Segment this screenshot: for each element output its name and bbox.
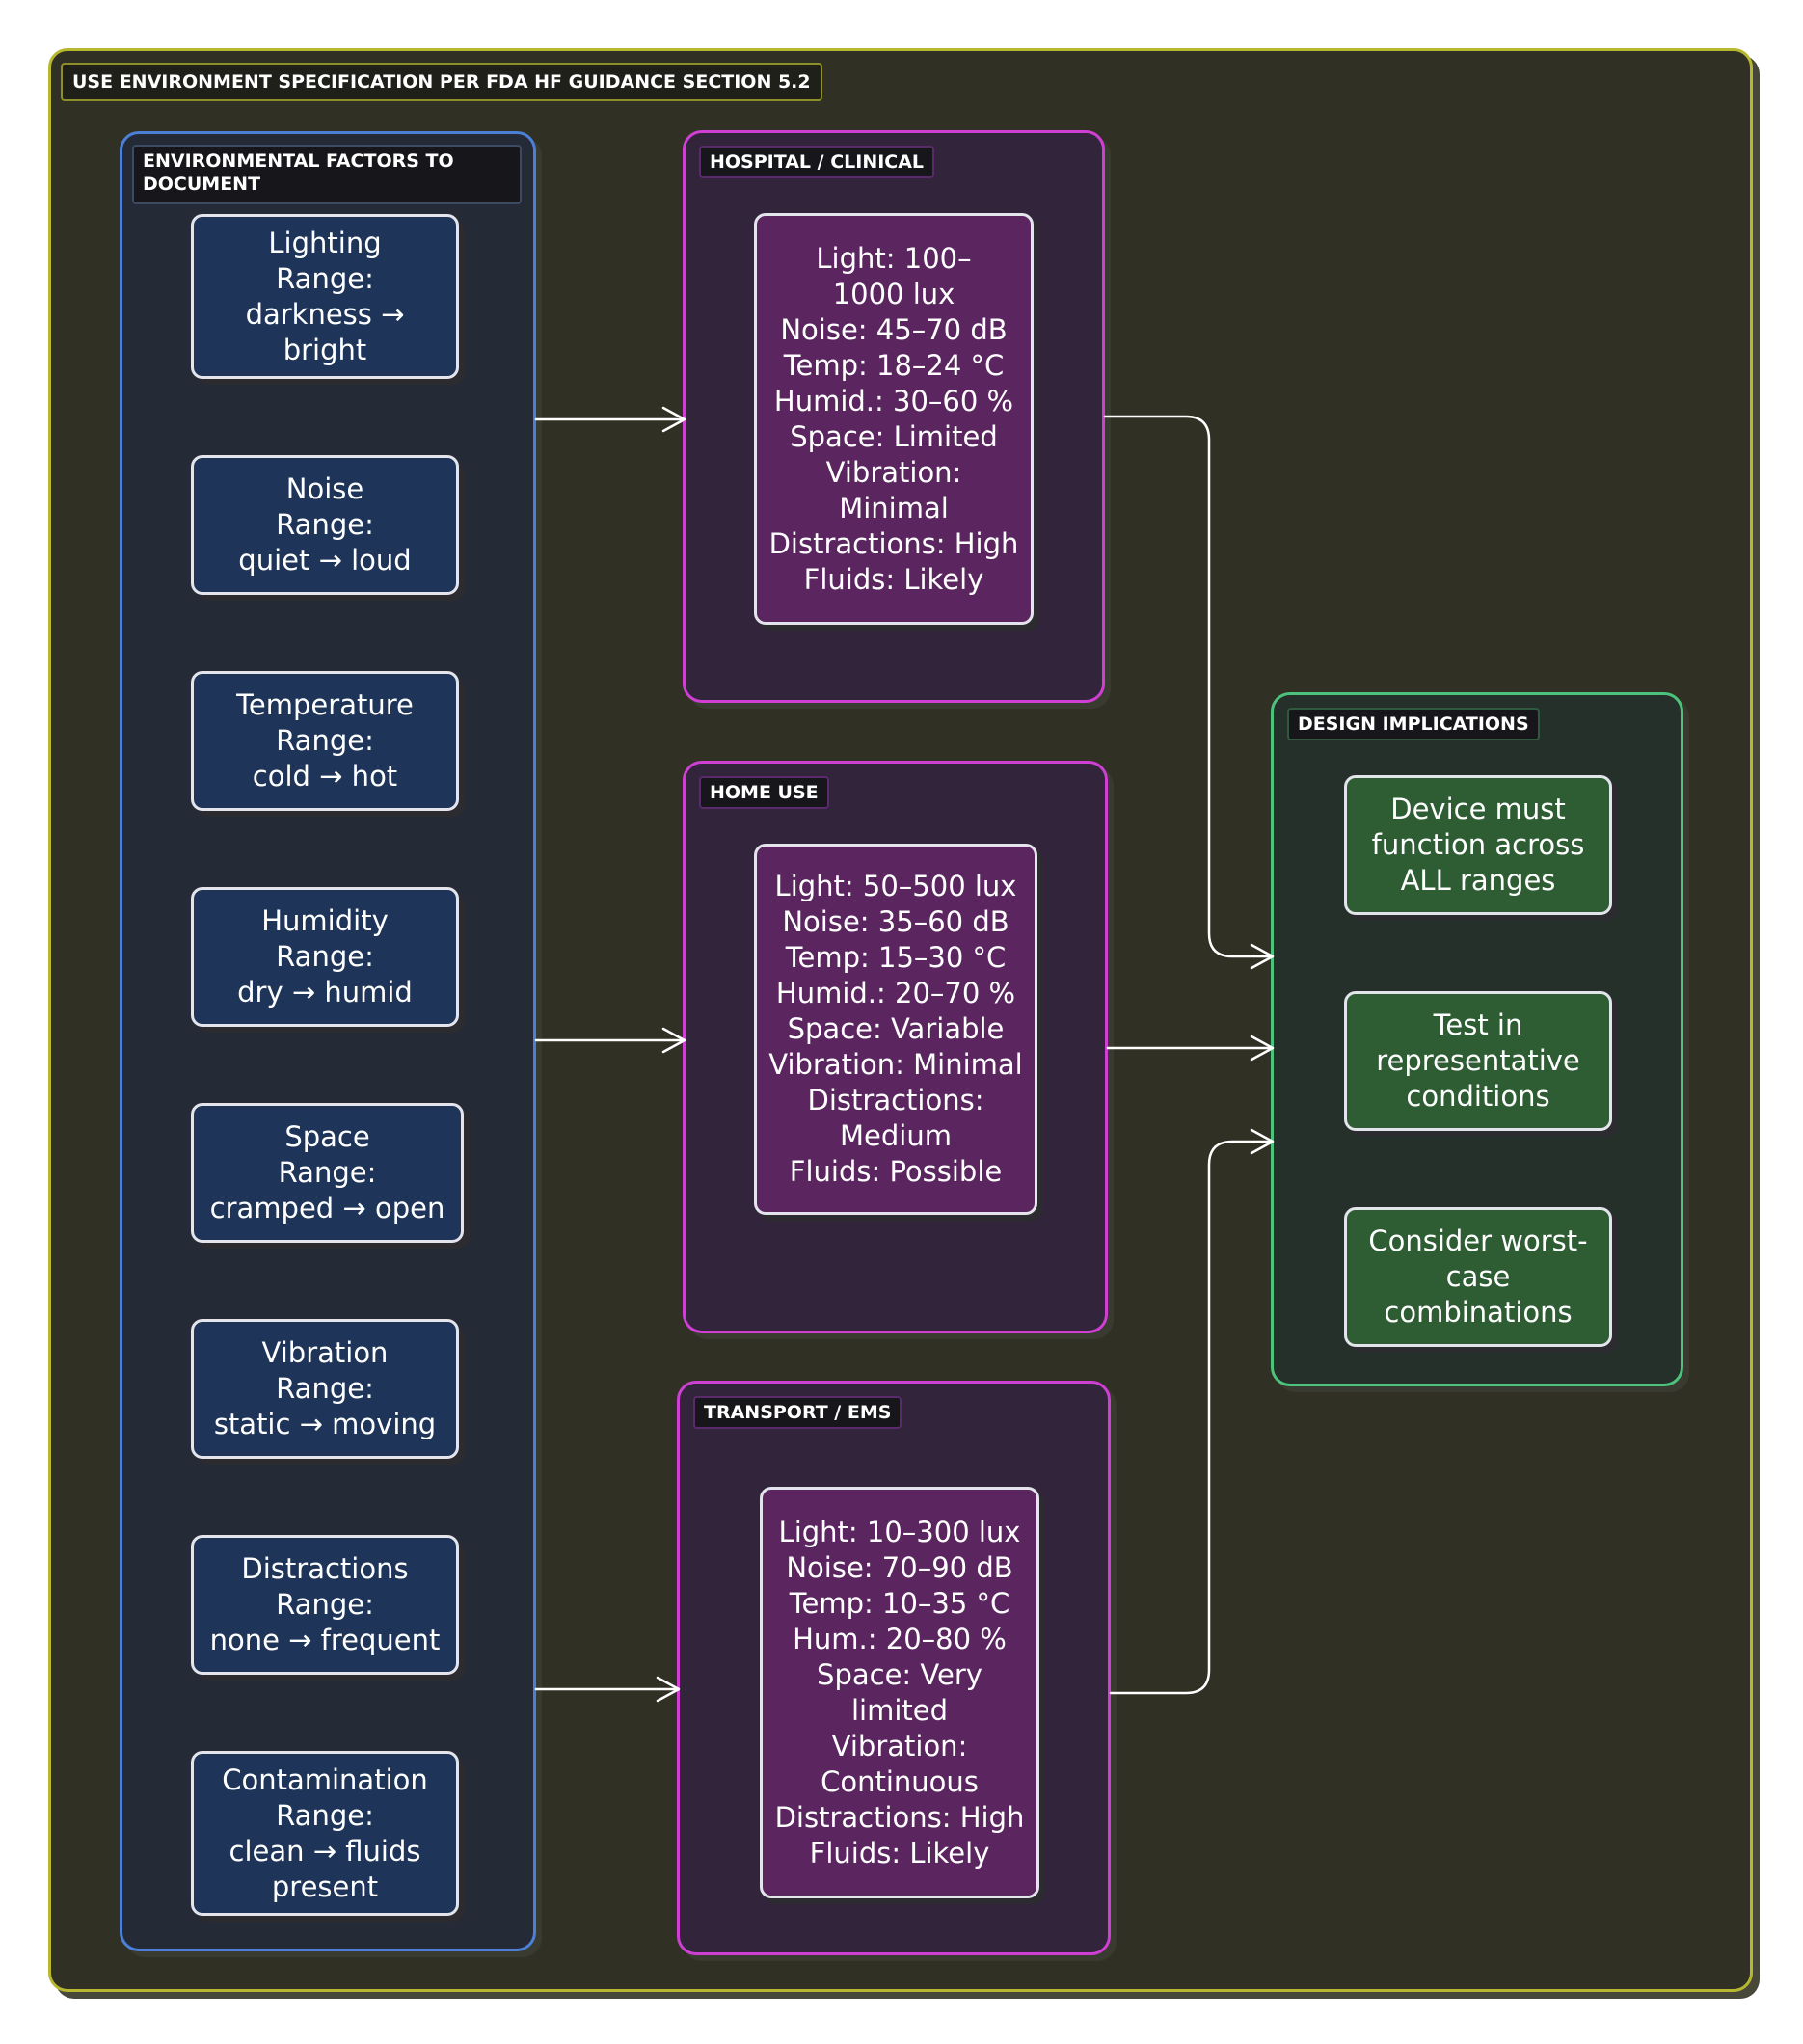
design-text: Device must function across ALL ranges bbox=[1371, 793, 1585, 897]
condition-light: Light: 100–1000 lux bbox=[816, 241, 972, 310]
factor-range: cold → hot bbox=[252, 760, 398, 793]
condition-distractions: Distractions: High bbox=[768, 526, 1019, 560]
condition-noise: Noise: 45–70 dB bbox=[780, 312, 1008, 346]
factor-temperature: Temperature Range: cold → hot bbox=[191, 671, 459, 811]
condition-distractions: Distractions: High bbox=[774, 1800, 1025, 1834]
design-function-all-ranges: Device must function across ALL ranges bbox=[1344, 775, 1612, 915]
condition-vibration: Vibration: Minimal bbox=[825, 455, 962, 524]
condition-vibration: Vibration: Continuous bbox=[821, 1729, 979, 1798]
factor-range: quiet → loud bbox=[238, 544, 412, 577]
condition-light: Light: 10–300 lux bbox=[778, 1515, 1021, 1548]
factor-name: Temperature bbox=[236, 688, 414, 721]
condition-light: Light: 50–500 lux bbox=[774, 870, 1017, 902]
condition-noise: Noise: 35–60 dB bbox=[782, 905, 1009, 938]
home-conditions: Light: 50–500 lux Noise: 35–60 dB Temp: … bbox=[754, 844, 1037, 1215]
condition-temp: Temp: 18–24 °C bbox=[783, 348, 1005, 382]
factor-name: Distractions bbox=[241, 1552, 409, 1585]
condition-humidity: Hum.: 20–80 % bbox=[793, 1622, 1007, 1655]
factor-range-label: Range: bbox=[276, 1372, 374, 1405]
condition-space: Space: Very limited bbox=[817, 1657, 982, 1727]
factor-range: darkness → bright bbox=[245, 297, 405, 366]
diagram-title: USE ENVIRONMENT SPECIFICATION PER FDA HF… bbox=[61, 63, 822, 101]
factor-name: Vibration bbox=[261, 1336, 389, 1369]
factor-name: Space bbox=[284, 1120, 370, 1153]
design-implications-label: DESIGN IMPLICATIONS bbox=[1287, 708, 1540, 740]
condition-vibration: Vibration: Minimal bbox=[768, 1048, 1023, 1081]
environmental-factors-label: ENVIRONMENTAL FACTORS TO DOCUMENT bbox=[132, 145, 522, 204]
condition-temp: Temp: 10–35 °C bbox=[789, 1586, 1010, 1620]
factor-contamination: Contamination Range: clean → fluids pres… bbox=[191, 1751, 459, 1916]
factor-space: Space Range: cramped → open bbox=[191, 1103, 464, 1243]
factor-range: none → frequent bbox=[209, 1624, 441, 1656]
factor-range: clean → fluids present bbox=[229, 1834, 421, 1903]
factor-range: cramped → open bbox=[209, 1192, 445, 1224]
factor-range-label: Range: bbox=[276, 508, 374, 541]
condition-fluids: Fluids: Possible bbox=[789, 1155, 1003, 1188]
condition-distractions: Distractions: Medium bbox=[807, 1084, 984, 1152]
design-test-conditions: Test in representative conditions bbox=[1344, 991, 1612, 1131]
design-text: Consider worst-case combinations bbox=[1368, 1224, 1588, 1329]
factor-name: Lighting bbox=[268, 226, 382, 259]
factor-vibration: Vibration Range: static → moving bbox=[191, 1319, 459, 1459]
factor-range: dry → humid bbox=[237, 976, 413, 1009]
condition-fluids: Fluids: Likely bbox=[809, 1836, 990, 1869]
condition-space: Space: Variable bbox=[787, 1012, 1005, 1045]
design-text: Test in representative conditions bbox=[1376, 1009, 1580, 1113]
transport-conditions: Light: 10–300 lux Noise: 70–90 dB Temp: … bbox=[760, 1487, 1039, 1898]
factor-range-label: Range: bbox=[276, 724, 374, 757]
condition-noise: Noise: 70–90 dB bbox=[786, 1550, 1013, 1584]
environmental-factors-group bbox=[120, 131, 536, 1951]
transport-ems-label: TRANSPORT / EMS bbox=[693, 1396, 902, 1429]
factor-range-label: Range: bbox=[278, 1156, 377, 1189]
condition-humidity: Humid.: 30–60 % bbox=[773, 384, 1014, 417]
factor-range-label: Range: bbox=[276, 261, 374, 295]
condition-fluids: Fluids: Likely bbox=[803, 562, 984, 596]
factor-range: static → moving bbox=[213, 1408, 437, 1440]
condition-humidity: Humid.: 20–70 % bbox=[775, 977, 1016, 1009]
factor-name: Noise bbox=[285, 472, 364, 505]
factor-distractions: Distractions Range: none → frequent bbox=[191, 1535, 459, 1675]
factor-humidity: Humidity Range: dry → humid bbox=[191, 887, 459, 1027]
factor-lighting: Lighting Range: darkness → bright bbox=[191, 214, 459, 379]
hospital-conditions: Light: 100–1000 lux Noise: 45–70 dB Temp… bbox=[754, 213, 1034, 625]
home-use-label: HOME USE bbox=[699, 776, 829, 809]
factor-noise: Noise Range: quiet → loud bbox=[191, 455, 459, 595]
hospital-clinical-label: HOSPITAL / CLINICAL bbox=[699, 146, 935, 178]
design-worst-case: Consider worst-case combinations bbox=[1344, 1207, 1612, 1347]
factor-range-label: Range: bbox=[276, 940, 374, 973]
factor-range-label: Range: bbox=[276, 1798, 374, 1832]
factor-range-label: Range: bbox=[276, 1588, 374, 1621]
condition-temp: Temp: 15–30 °C bbox=[785, 941, 1007, 974]
factor-name: Contamination bbox=[222, 1762, 428, 1796]
condition-space: Space: Limited bbox=[790, 419, 998, 453]
factor-name: Humidity bbox=[261, 904, 389, 937]
